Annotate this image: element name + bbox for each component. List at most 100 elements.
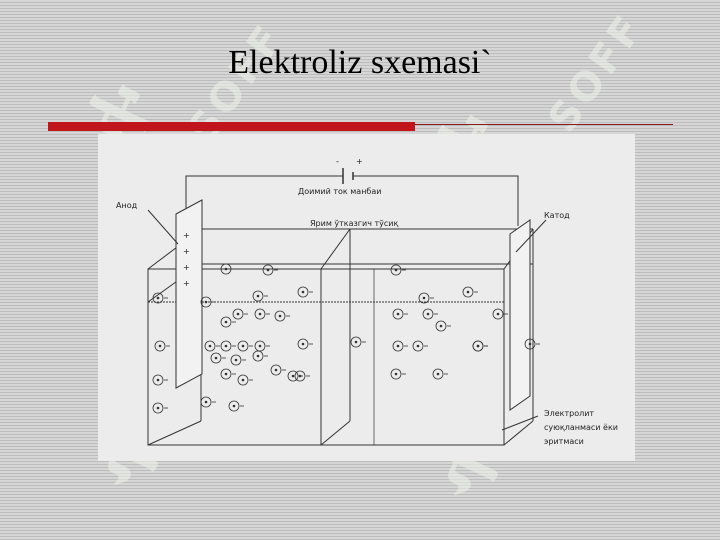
ion-circle — [152, 402, 164, 414]
ion-center-dot — [156, 296, 160, 300]
cathode-plate — [509, 219, 531, 411]
ion-circle — [274, 310, 286, 322]
ion-center-dot — [241, 378, 245, 382]
ion-circle — [287, 370, 299, 382]
ion-circle — [412, 340, 424, 352]
ion-circle — [252, 290, 264, 302]
ion-circle — [392, 308, 404, 320]
tank-depth-edge-left-bottom — [147, 420, 202, 446]
ion-center-dot — [236, 312, 240, 316]
ion-center-dot — [156, 378, 160, 382]
anode-charge-signs: + + + + — [183, 231, 190, 288]
ion-center-dot — [232, 404, 236, 408]
wire-to-cathode — [353, 175, 519, 226]
diagram-svg: + + + + - + Анод Доимий ток манбаи Ярим … — [116, 157, 618, 446]
ion-circle — [422, 308, 434, 320]
ion-center-dot — [158, 344, 162, 348]
ion-center-dot — [241, 344, 245, 348]
ion-center-dot — [394, 268, 398, 272]
ion-center-dot — [301, 290, 305, 294]
ion-circle — [418, 292, 430, 304]
ion-center-dot — [214, 356, 218, 360]
anode-plate — [175, 199, 203, 389]
ion-circle — [350, 336, 362, 348]
ion-circle — [390, 264, 402, 276]
membrane-bottom-edge — [320, 420, 351, 446]
ion-center-dot — [396, 344, 400, 348]
electrolyte-pointer — [501, 415, 539, 431]
ion-circle — [228, 400, 240, 412]
ion-center-dot — [208, 344, 212, 348]
ion-circle — [390, 368, 402, 380]
ion-circle — [152, 374, 164, 386]
anode-plus-sign: + — [183, 231, 190, 240]
ion-circle — [204, 340, 216, 352]
anode-plus-sign: + — [183, 263, 190, 272]
wire-to-anode — [185, 175, 343, 208]
ion-circle — [200, 396, 212, 408]
battery-minus-sign: - — [336, 157, 339, 166]
anode-pointer — [147, 209, 179, 245]
tank-front-face — [147, 268, 505, 446]
electrolysis-diagram: + + + + - + Анод Доимий ток манбаи Ярим … — [98, 134, 635, 461]
ion-circle — [200, 296, 212, 308]
ion-circle — [294, 370, 306, 382]
ion-center-dot — [234, 358, 238, 362]
title-underline — [415, 124, 673, 125]
ion-circle — [237, 374, 249, 386]
ion-circle — [154, 340, 166, 352]
ion-center-dot — [426, 312, 430, 316]
membrane-top-edge — [320, 228, 351, 270]
power-source-label: Доимий ток манбаи — [298, 187, 381, 196]
membrane-label: Ярим ўтказгич тўсиқ — [310, 219, 398, 228]
ion-center-dot — [476, 344, 480, 348]
ion-circle — [232, 308, 244, 320]
ion-circle — [392, 340, 404, 352]
ion-center-dot — [436, 372, 440, 376]
ion-center-dot — [278, 314, 282, 318]
electrolyte-label-line: эритмаси — [544, 437, 584, 446]
ion-circle — [492, 308, 504, 320]
ion-center-dot — [224, 344, 228, 348]
anode-label: Анод — [116, 201, 138, 210]
cathode-pointer — [515, 219, 547, 253]
ion-circle — [472, 340, 484, 352]
ion-center-dot — [496, 312, 500, 316]
ion-center-dot — [416, 344, 420, 348]
ion-center-dot — [301, 342, 305, 346]
ion-center-dot — [298, 374, 302, 378]
anode-plus-sign: + — [183, 247, 190, 256]
ion-center-dot — [256, 354, 260, 358]
electrolyte-label-line: Электролит — [544, 409, 594, 418]
ion-center-dot — [266, 268, 270, 272]
electrolyte-label-line: суюқланмаси ёки — [544, 423, 618, 432]
ion-circle — [230, 354, 242, 366]
ion-circle — [262, 264, 274, 276]
ion-circle — [270, 364, 282, 376]
ion-circle — [252, 350, 264, 362]
ion-center-dot — [224, 372, 228, 376]
ion-group — [152, 263, 540, 414]
ion-center-dot — [274, 368, 278, 372]
ion-center-dot — [156, 406, 160, 410]
anode-plus-sign: + — [183, 279, 190, 288]
ion-circle — [435, 320, 447, 332]
ion-center-dot — [224, 320, 228, 324]
ion-center-dot — [204, 400, 208, 404]
ion-circle — [152, 292, 164, 304]
ion-circle — [297, 338, 309, 350]
ion-circle — [220, 263, 232, 275]
ion-circle — [220, 316, 232, 328]
ion-center-dot — [394, 372, 398, 376]
ion-center-dot — [396, 312, 400, 316]
ion-circle — [297, 286, 309, 298]
ion-circle — [254, 308, 266, 320]
ion-circle — [220, 340, 232, 352]
ion-center-dot — [204, 300, 208, 304]
ion-center-dot — [258, 312, 262, 316]
ion-center-dot — [258, 344, 262, 348]
ion-center-dot — [528, 342, 532, 346]
ion-circle — [210, 352, 222, 364]
ion-circle — [462, 286, 474, 298]
ion-center-dot — [224, 267, 228, 271]
